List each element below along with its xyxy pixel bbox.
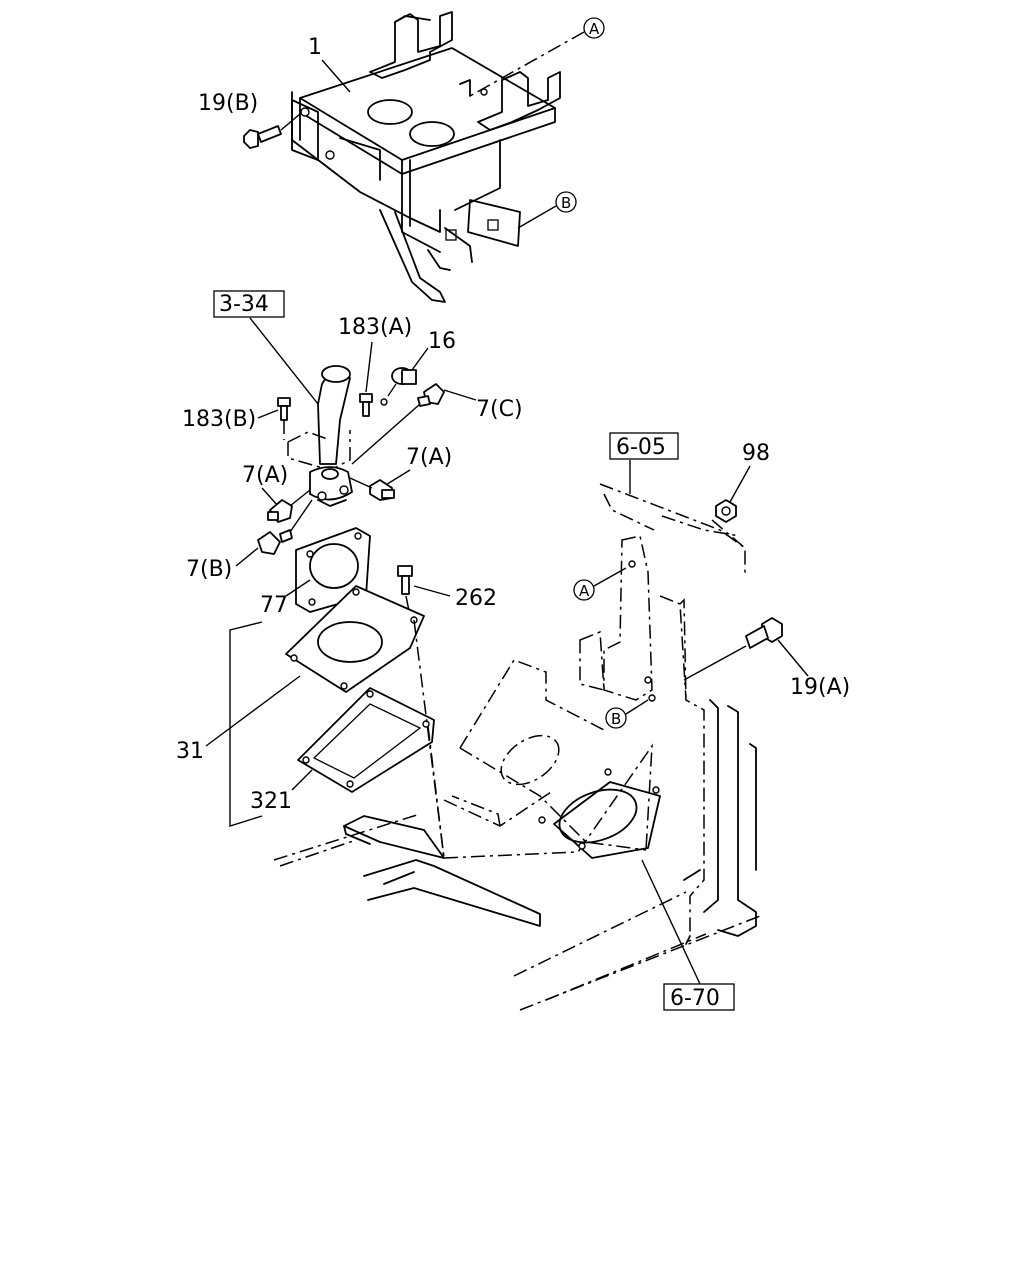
callout-19a: 19(A): [790, 675, 850, 700]
callout-7a-left: 7(A): [242, 463, 288, 488]
callout-7a-right: 7(A): [406, 445, 452, 470]
callout-7c: 7(C): [476, 397, 523, 422]
callout-1: 1: [308, 35, 322, 60]
bracket-assembly: [291, 11, 561, 303]
bolt-183b-icon: [277, 397, 291, 440]
bolt-19a-icon: [745, 617, 783, 649]
svg-text:A: A: [589, 20, 600, 38]
marker-b-top: B: [555, 191, 577, 213]
marker-a-top: A: [583, 17, 605, 39]
sensor-16-icon: [380, 367, 417, 406]
bolt-183a-icon: [359, 393, 373, 417]
svg-text:6-70: 6-70: [670, 986, 720, 1011]
fitting-7b-icon: [257, 529, 293, 555]
marker-a-frame: A: [573, 579, 595, 601]
callout-262: 262: [455, 586, 497, 611]
filler-neck: [287, 365, 353, 507]
fitting-7a-left-icon: [267, 499, 293, 523]
callout-321: 321: [250, 789, 292, 814]
callout-98: 98: [742, 441, 770, 466]
group-bracket: [229, 621, 263, 827]
ref-box-6-05[interactable]: 6-05: [609, 432, 679, 460]
callout-183a: 183(A): [338, 315, 412, 340]
plate-31: [285, 585, 425, 693]
svg-text:B: B: [561, 194, 571, 212]
cab-floor-frame: [273, 483, 761, 1011]
nut-98-icon: [715, 499, 737, 523]
svg-text:B: B: [611, 710, 621, 728]
callout-77: 77: [260, 593, 288, 618]
callout-7b: 7(B): [186, 557, 232, 582]
ref-box-3-34[interactable]: 3-34: [213, 290, 285, 318]
svg-text:3-34: 3-34: [219, 292, 269, 317]
bolt-262-icon: [397, 565, 413, 595]
callout-19b: 19(B): [198, 91, 258, 116]
callout-16: 16: [428, 329, 456, 354]
callout-31: 31: [176, 739, 204, 764]
ref-box-6-70[interactable]: 6-70: [663, 983, 735, 1011]
callout-183b: 183(B): [182, 407, 256, 432]
fitting-7c-icon: [417, 383, 445, 407]
fitting-7a-right-icon: [369, 479, 395, 501]
gasket-321: [297, 687, 435, 793]
svg-text:6-05: 6-05: [616, 435, 666, 460]
svg-text:A: A: [579, 582, 590, 600]
bolt-19b-icon: [243, 125, 282, 149]
marker-b-frame: B: [605, 707, 627, 729]
